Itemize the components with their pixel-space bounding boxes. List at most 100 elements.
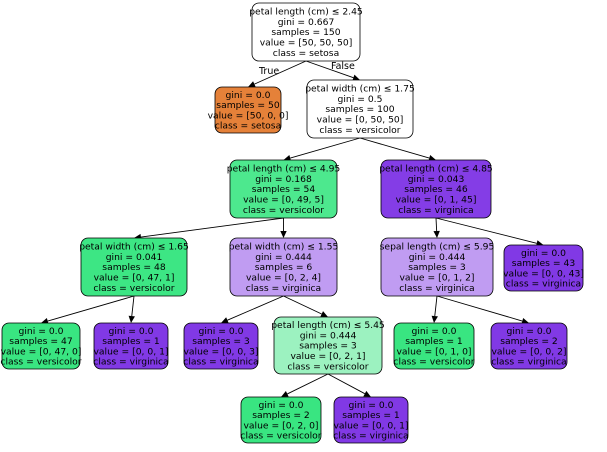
tree-node-box xyxy=(380,159,492,219)
tree-node-box xyxy=(380,237,494,297)
edge-line xyxy=(359,137,430,159)
edge-line xyxy=(327,373,366,395)
edge-arrowhead xyxy=(428,154,436,162)
edge-line xyxy=(305,60,354,79)
edge-line xyxy=(287,373,329,395)
edge-line xyxy=(140,217,284,238)
tree-node-line: gini = 0.0 xyxy=(109,326,154,337)
tree-edge: True xyxy=(248,60,307,88)
tree-node-line: samples = 50 xyxy=(216,100,280,111)
tree-node-line: samples = 3 xyxy=(299,341,357,352)
tree-node-line: gini = 0.5 xyxy=(338,94,383,105)
tree-node-line: value = [0, 1, 2] xyxy=(399,273,474,284)
tree-node-line: class = virginica xyxy=(398,205,473,216)
tree-node-line: class = virginica xyxy=(506,279,581,290)
tree-edge xyxy=(280,218,287,238)
tree-edge xyxy=(281,373,329,397)
tree-edge: False xyxy=(305,60,360,81)
tree-node-box xyxy=(393,322,475,370)
edge-arrowhead xyxy=(248,81,256,88)
edge-line xyxy=(435,217,537,244)
tree-node-line: value = [0, 49, 5] xyxy=(243,195,324,206)
tree-node-line: value = [0, 1, 0] xyxy=(396,346,471,357)
tree-node-line: class = versicolor xyxy=(287,361,368,372)
tree-node-line: samples = 150 xyxy=(271,27,340,38)
tree-edge xyxy=(283,295,328,317)
edge-arrowhead xyxy=(128,315,135,323)
tree-node-line: samples = 48 xyxy=(102,262,166,273)
tree-node-line: value = [0, 0, 1] xyxy=(93,346,168,357)
edge-arrowhead xyxy=(521,317,529,325)
edge-arrowhead xyxy=(281,391,289,397)
edge-line xyxy=(254,60,307,85)
tree-node-line: gini = 0.0 xyxy=(226,90,271,101)
tree-edge xyxy=(433,217,440,238)
tree-node-line: gini = 0.043 xyxy=(408,174,465,185)
tree-node-line: gini = 0.0 xyxy=(19,326,64,337)
tree-node-line: gini = 0.0 xyxy=(412,326,457,337)
tree-node-line: class = setosa xyxy=(273,48,339,59)
tree-node-line: petal length (cm) ≤ 4.85 xyxy=(379,164,493,175)
edge-arrowhead xyxy=(352,74,360,81)
tree-edge xyxy=(359,137,436,162)
edge-label: False xyxy=(331,61,355,72)
tree-node-line: gini = 0.444 xyxy=(409,252,466,263)
tree-node-box xyxy=(273,316,383,375)
tree-node-line: gini = 0.444 xyxy=(300,330,357,341)
tree-edge xyxy=(431,295,438,323)
tree-node-box xyxy=(93,322,169,370)
tree-node-box xyxy=(80,237,188,297)
tree-node-box xyxy=(214,86,282,134)
edge-arrowhead xyxy=(431,315,438,323)
tree-node-line: value = [50, 50, 50] xyxy=(260,38,353,49)
edge-line xyxy=(436,295,523,322)
tree-node-line: petal width (cm) ≤ 1.65 xyxy=(79,242,189,253)
tree-edge xyxy=(436,295,529,325)
tree-node-box xyxy=(333,396,409,444)
tree-node-line: gini = 0.0 xyxy=(199,326,244,337)
edges-layer: True False xyxy=(41,60,544,397)
tree-node-line: gini = 0.0 xyxy=(507,326,552,337)
tree-node-line: samples = 1 xyxy=(405,336,463,347)
tree-node-line: samples = 2 xyxy=(252,410,310,421)
edge-arrowhead xyxy=(41,317,49,325)
tree-node-box xyxy=(306,79,414,139)
edge-line xyxy=(434,295,438,317)
tree-node-box xyxy=(229,237,338,297)
tree-node-line: class = versicolor xyxy=(243,205,324,216)
tree-node-line: class = versicolor xyxy=(93,283,174,294)
edge-line xyxy=(283,295,322,315)
tree-node-line: value = [50, 0, 0] xyxy=(208,110,289,121)
tree-node-line: class = versicolor xyxy=(319,125,400,136)
tree-node-line: gini = 0.0 xyxy=(259,400,304,411)
tree-node-line: class = virginica xyxy=(183,357,258,368)
tree-node-line: class = versicolor xyxy=(0,357,81,368)
tree-node-line: petal length (cm) ≤ 4.95 xyxy=(227,164,341,175)
tree-node-box xyxy=(183,322,259,370)
tree-node-line: value = [0, 0, 2] xyxy=(491,346,566,357)
tree-node-line: class = virginica xyxy=(399,283,474,294)
edge-line xyxy=(227,295,284,321)
tree-node-line: class = virginica xyxy=(93,357,168,368)
tree-node-line: value = [0, 2, 4] xyxy=(246,273,321,284)
tree-node-line: samples = 2 xyxy=(500,336,558,347)
tree-node-box xyxy=(251,2,361,62)
tree-node-line: value = [0, 0, 1] xyxy=(333,420,408,431)
edge-arrowhead xyxy=(433,230,440,238)
tree-edge xyxy=(327,373,371,397)
tree-node-line: gini = 0.0 xyxy=(521,248,566,259)
tree-node-box xyxy=(240,396,322,444)
tree-node-line: class = virginica xyxy=(246,283,321,294)
tree-node-line: class = versicolor xyxy=(393,357,474,368)
